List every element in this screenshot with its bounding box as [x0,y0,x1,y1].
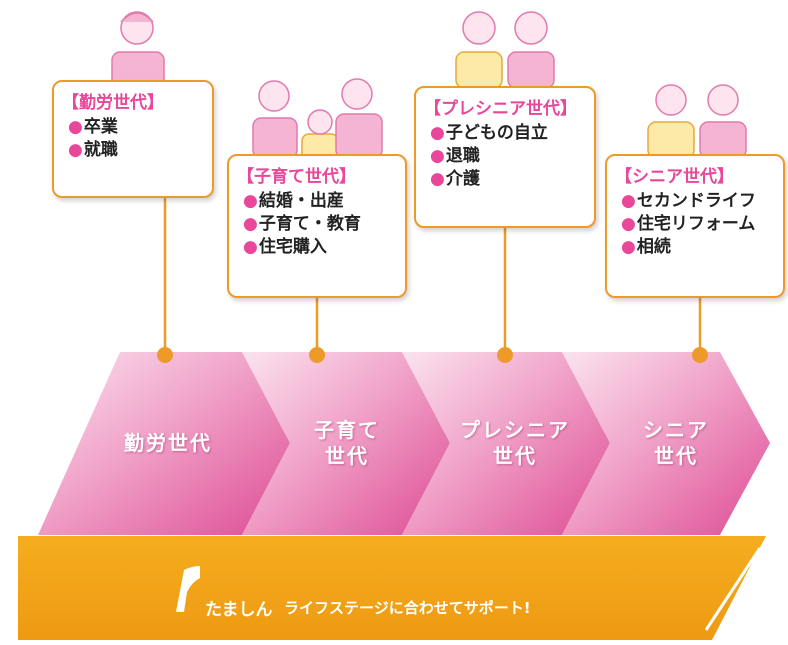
person-illustration-seniors [647,84,747,159]
list-item: ●住宅購入 [243,237,327,257]
stage-label-senior: シニア 世代 [643,418,709,468]
tamashin-logo-icon [176,566,200,612]
list-item: ●卒業 [68,117,118,137]
list-item: ●結婚・出産 [243,191,344,211]
chevron-stage-3 [402,352,610,535]
orange-band [18,536,766,640]
card-child-rearing-generation: 【子育て世代】 ●結婚・出産 ●子育て・教育 ●住宅購入 [227,154,407,298]
card-title: 【シニア世代】 [615,167,734,187]
stage-label-working: 勤労世代 [124,431,212,455]
list-item: ●セカンドライフ [621,191,756,211]
chevron-stage-2 [242,352,450,535]
connector-dot-3 [497,347,513,363]
connector-dot-1 [157,347,173,363]
connector-dot-4 [692,347,708,363]
list-item: ●相続 [621,237,671,257]
person-illustration-worker [111,11,165,89]
brand-name: たましん [205,600,273,620]
chevron-stage-1 [38,352,290,535]
card-title: 【勤労世代】 [62,93,164,113]
person-illustration-family [252,78,383,161]
card-working-generation: 【勤労世代】 ●卒業 ●就職 [52,80,214,198]
chevron-stage-4 [562,352,770,535]
band-edge-line [704,547,762,631]
list-item: ●子育て・教育 [243,214,361,234]
list-item: ●就職 [68,140,118,160]
list-item: ●子どもの自立 [430,123,548,143]
card-presenior-generation: 【プレシニア世代】 ●子どもの自立 ●退職 ●介護 [414,86,596,228]
list-item: ●住宅リフォーム [621,214,756,234]
person-illustration-preseniors [455,11,555,89]
connectors [163,198,702,352]
card-senior-generation: 【シニア世代】 ●セカンドライフ ●住宅リフォーム ●相続 [605,154,785,298]
stage-label-child-rearing: 子育て 世代 [314,418,380,468]
card-title: 【プレシニア世代】 [424,99,577,119]
brand-slogan: ライフステージに合わせてサポート! [284,599,531,617]
card-title: 【子育て世代】 [237,167,356,187]
list-item: ●退職 [430,146,480,166]
list-item: ●介護 [430,169,480,189]
stage-label-presenior: プレシニア 世代 [460,418,570,468]
connector-dot-2 [309,347,325,363]
